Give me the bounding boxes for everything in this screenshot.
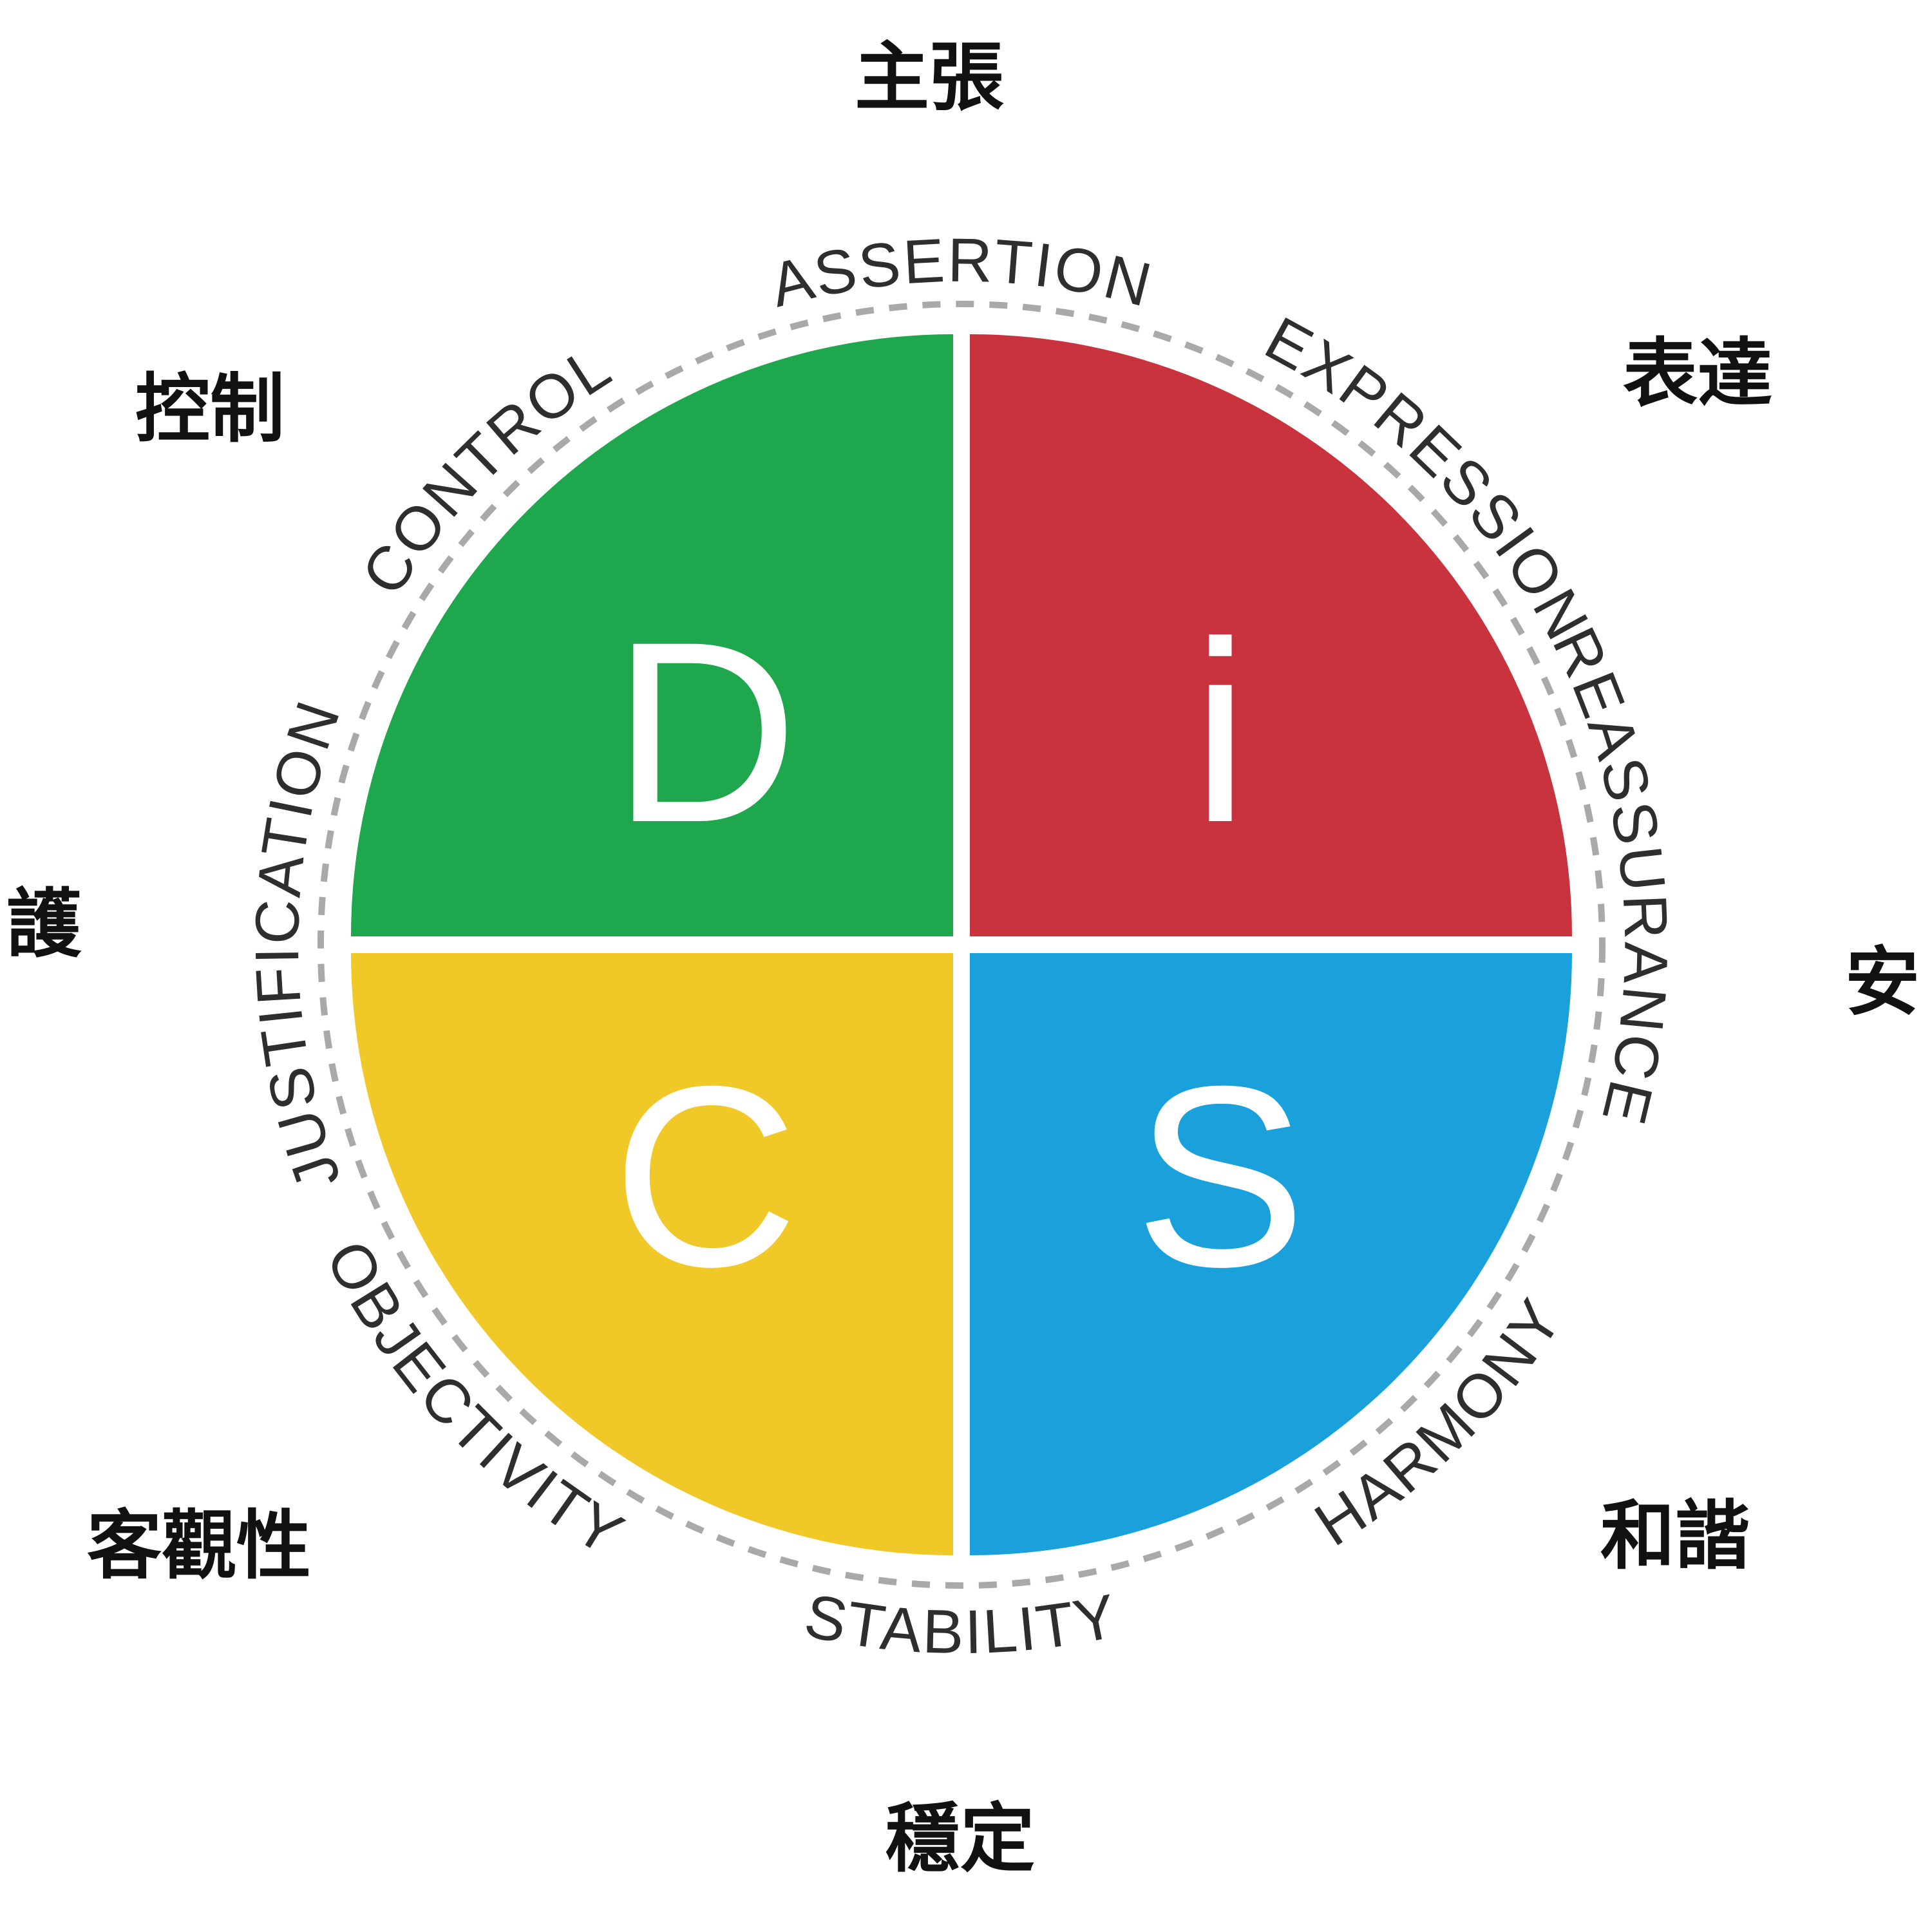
label-stability-zh: 穩定	[886, 1795, 1035, 1882]
quadrant-c	[351, 953, 953, 1555]
quadrant-i	[970, 334, 1572, 936]
label-justification: JUSTIFICATION	[242, 692, 354, 1198]
quadrant-s-letter: S	[1135, 1032, 1307, 1320]
label-objectivity-zh: 客觀性	[87, 1502, 311, 1589]
outer-labels: 主張 表達 安 和諧 穩定 客觀性 護 控制	[6, 34, 1920, 1882]
label-stability: STABILITY	[799, 1581, 1124, 1667]
quadrant-s	[970, 953, 1572, 1555]
label-control-zh: 控制	[135, 366, 285, 453]
quadrant-i-letter: i	[1192, 588, 1249, 876]
dashed-ring	[317, 301, 1605, 1589]
quadrant-d-letter: D	[612, 588, 799, 876]
label-reassurance-zh: 安	[1845, 939, 1920, 1026]
quadrant-d	[351, 334, 953, 936]
label-justification-zh: 護	[6, 881, 82, 968]
label-expression-zh: 表達	[1623, 330, 1772, 417]
arc-labels: ASSERTIONEXPRESSIONREASSURANCEHARMONYSTA…	[242, 226, 1678, 1667]
label-harmony-zh: 和諧	[1600, 1493, 1750, 1580]
label-assertion-zh: 主張	[855, 34, 1004, 121]
quadrant-c-letter: C	[612, 1032, 799, 1320]
disc-circle	[351, 334, 1572, 1555]
